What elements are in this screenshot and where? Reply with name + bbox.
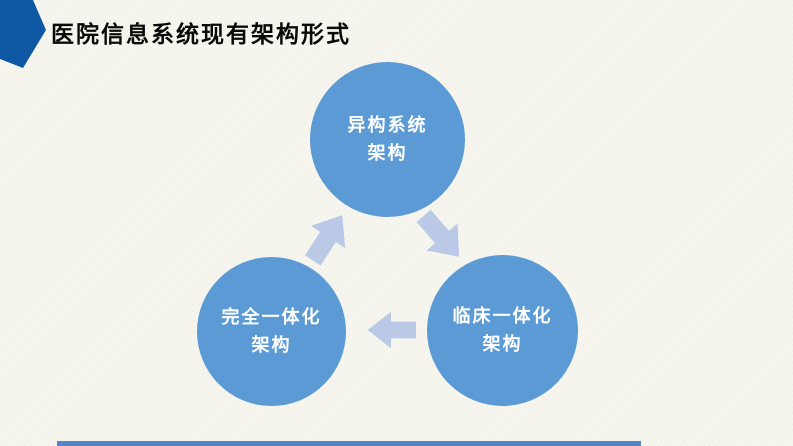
bottom-accent-bar <box>57 441 641 446</box>
node-label-line2: 架构 <box>251 334 292 355</box>
arrow-down-right-icon <box>402 197 481 276</box>
node-label-line2: 架构 <box>367 142 408 163</box>
cycle-node-fully-integrated: 完全一体化 架构 <box>197 257 346 406</box>
slide-title: 医院信息系统现有架构形式 <box>51 21 351 47</box>
cycle-node-clinical-integrated: 临床一体化 架构 <box>427 255 578 406</box>
node-label-line1: 临床一体化 <box>452 305 553 326</box>
node-label-line1: 完全一体化 <box>221 306 322 327</box>
node-label-line1: 异构系统 <box>347 114 428 135</box>
header-accent-pentagon-icon <box>0 0 47 69</box>
arrow-up-right-icon <box>289 198 366 275</box>
node-label-line2: 架构 <box>482 333 523 354</box>
cycle-node-heterogeneous-system: 异构系统 架构 <box>310 62 465 217</box>
arrow-left-icon <box>366 306 416 354</box>
